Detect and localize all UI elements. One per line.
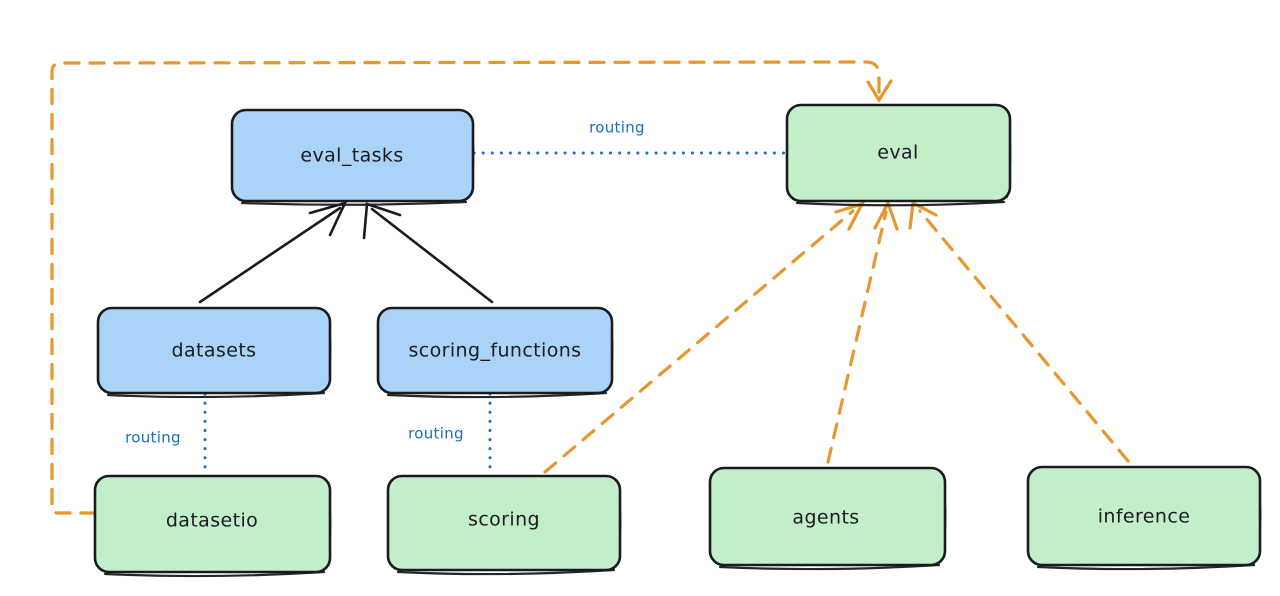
node-scoring-functions[interactable]: scoring_functions	[376, 306, 614, 399]
edge-label-routing-top: routing	[589, 119, 645, 137]
edge-inference-eval	[908, 200, 1130, 463]
edge-label-routing-middle: routing	[408, 425, 464, 443]
node-label: agents	[792, 507, 859, 529]
node-label: datasets	[172, 340, 257, 362]
edge-datasetio-eval	[50, 60, 893, 515]
node-label: eval_tasks	[300, 145, 403, 167]
node-eval-tasks[interactable]: eval_tasks	[230, 108, 475, 206]
node-label: scoring_functions	[409, 340, 582, 362]
edge-datasets-evaltasks	[198, 200, 348, 304]
node-label: inference	[1098, 506, 1191, 528]
node-datasetio[interactable]: datasetio	[93, 474, 332, 578]
node-datasets[interactable]: datasets	[96, 306, 332, 399]
edge-agents-eval	[826, 198, 899, 464]
node-scoring[interactable]: scoring	[386, 474, 622, 576]
node-label: eval	[877, 142, 918, 164]
node-label: datasetio	[166, 510, 258, 532]
node-label: scoring	[468, 509, 540, 531]
edge-label-routing-left: routing	[125, 429, 181, 447]
node-eval[interactable]: eval	[785, 103, 1012, 207]
node-inference[interactable]: inference	[1026, 465, 1262, 571]
node-agents[interactable]: agents	[708, 466, 947, 571]
